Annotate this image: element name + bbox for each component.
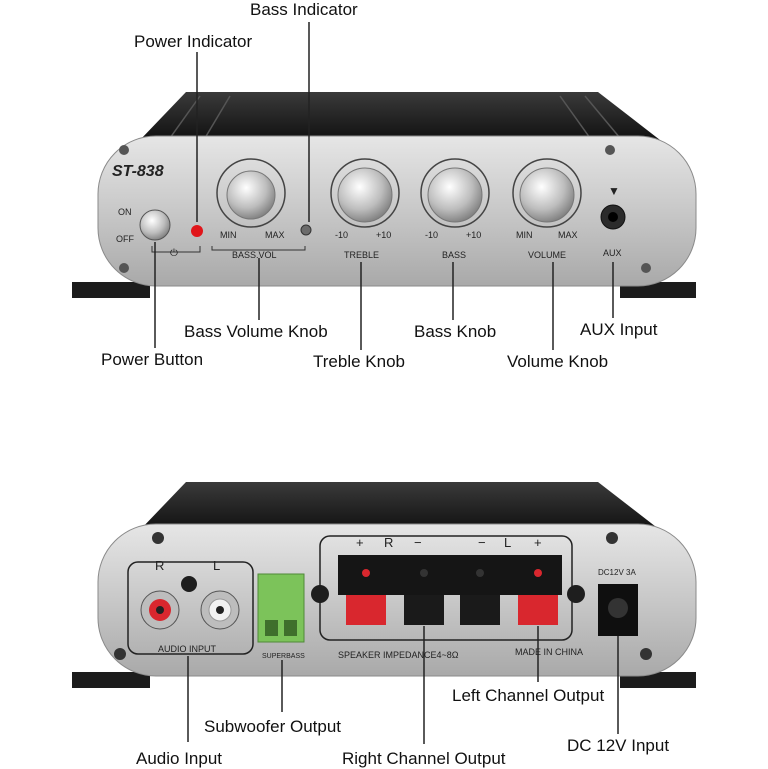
speaker-l-plus-clip[interactable] [518, 595, 558, 625]
impedance-caption: SPEAKER IMPEDANCE4~8Ω [338, 650, 459, 660]
bass-caption: BASS [442, 250, 466, 260]
callout-bass-knob: Bass Knob [414, 322, 497, 341]
speaker-minus-l: − [478, 535, 486, 550]
bass-volume-knob[interactable] [226, 170, 276, 220]
treble-min: -10 [335, 230, 348, 240]
speaker-plus-r: + [356, 535, 364, 550]
treble-ring [330, 158, 400, 228]
audio-input-frame [127, 561, 254, 655]
rca-left-pin [216, 606, 224, 614]
screw [119, 145, 129, 155]
volume-min: MIN [516, 230, 533, 240]
callout-aux-input: AUX Input [580, 320, 658, 339]
made-in-caption: MADE IN CHINA [515, 647, 583, 657]
bass-vol-caption: BASS.VOL [232, 250, 277, 260]
bass-max: +10 [466, 230, 481, 240]
callout-right-channel-output: Right Channel Output [342, 749, 506, 768]
front-leader-lines [154, 22, 614, 350]
bass-vol-ring [216, 158, 286, 228]
aux-jack-hole [608, 212, 618, 222]
front-view: ST-838 ON OFF ⏻ MIN MAX BASS.VOL -10 +10… [72, 22, 697, 350]
dc-jack-hole [608, 598, 628, 618]
screw [311, 585, 329, 603]
terminal-hole [420, 569, 428, 577]
bass-ring [420, 158, 490, 228]
superbass-caption: SUPERBASS [262, 653, 305, 660]
volume-caption: VOLUME [528, 250, 566, 260]
audio-input-caption: AUDIO INPUT [158, 644, 217, 654]
back-view: R L AUDIO INPUT SUPERBASS + R − − L + [72, 482, 697, 744]
aux-caption: AUX [603, 248, 622, 258]
dc-spec-caption: DC12V 3A [598, 568, 636, 577]
bass-vol-max: MAX [265, 230, 285, 240]
treble-caption: TREBLE [344, 250, 379, 260]
callout-left-channel-output: Left Channel Output [452, 686, 605, 705]
model-label: ST-838 [112, 163, 164, 180]
screw [606, 532, 618, 544]
screw [567, 585, 585, 603]
power-button[interactable] [139, 209, 171, 241]
bass-min: -10 [425, 230, 438, 240]
treble-knob[interactable] [337, 167, 393, 223]
screw [152, 532, 164, 544]
rca-right-pin [156, 606, 164, 614]
screw [119, 263, 129, 273]
speaker-r-plus-clip[interactable] [346, 595, 386, 625]
power-symbol-icon: ⏻ [170, 248, 178, 259]
front-heatsink-fins [169, 95, 621, 139]
back-foot-left [72, 672, 150, 688]
rca-r-label: R [155, 558, 164, 573]
screw [641, 263, 651, 273]
subwoofer-output-terminal[interactable] [257, 573, 305, 643]
terminal-hole [362, 569, 370, 577]
terminal-hole [476, 569, 484, 577]
screw [181, 576, 197, 592]
front-heatsink [140, 92, 660, 140]
treble-max: +10 [376, 230, 391, 240]
terminal-slot [284, 620, 297, 636]
volume-max: MAX [558, 230, 578, 240]
bass-vol-bracket [211, 246, 306, 251]
volume-ring [512, 158, 582, 228]
callout-power-indicator: Power Indicator [134, 32, 253, 51]
bass-vol-min: MIN [220, 230, 237, 240]
speaker-r-minus-clip[interactable] [404, 595, 444, 625]
rca-l-label: L [213, 558, 220, 573]
power-led [191, 225, 203, 237]
bass-indicator-led [300, 224, 312, 236]
speaker-terminal-housing [338, 555, 562, 595]
terminal-hole [534, 569, 542, 577]
speaker-plus-l: + [534, 535, 542, 550]
callout-dc-input: DC 12V Input [567, 736, 670, 755]
speaker-r: R [384, 535, 393, 550]
screw [640, 648, 652, 660]
screw [114, 648, 126, 660]
bass-knob[interactable] [427, 167, 483, 223]
off-label: OFF [116, 234, 134, 244]
front-foot-left [72, 282, 150, 298]
callout-bass-volume-knob: Bass Volume Knob [184, 322, 328, 341]
terminal-slot [265, 620, 278, 636]
aux-arrow-icon: ▼ [608, 184, 620, 198]
callout-subwoofer-output: Subwoofer Output [204, 717, 342, 736]
speaker-l: L [504, 535, 511, 550]
callout-volume-knob: Volume Knob [507, 352, 609, 371]
back-leader-lines [187, 626, 619, 744]
speaker-minus-r: − [414, 535, 422, 550]
callout-bass-indicator: Bass Indicator [250, 0, 358, 19]
speaker-l-minus-clip[interactable] [460, 595, 500, 625]
callout-treble-knob: Treble Knob [313, 352, 405, 371]
volume-knob[interactable] [519, 167, 575, 223]
callout-audio-input: Audio Input [136, 749, 223, 768]
on-label: ON [118, 207, 132, 217]
back-heatsink [140, 482, 660, 530]
power-bracket [151, 246, 201, 253]
callout-power-button: Power Button [101, 350, 204, 369]
screw [605, 145, 615, 155]
